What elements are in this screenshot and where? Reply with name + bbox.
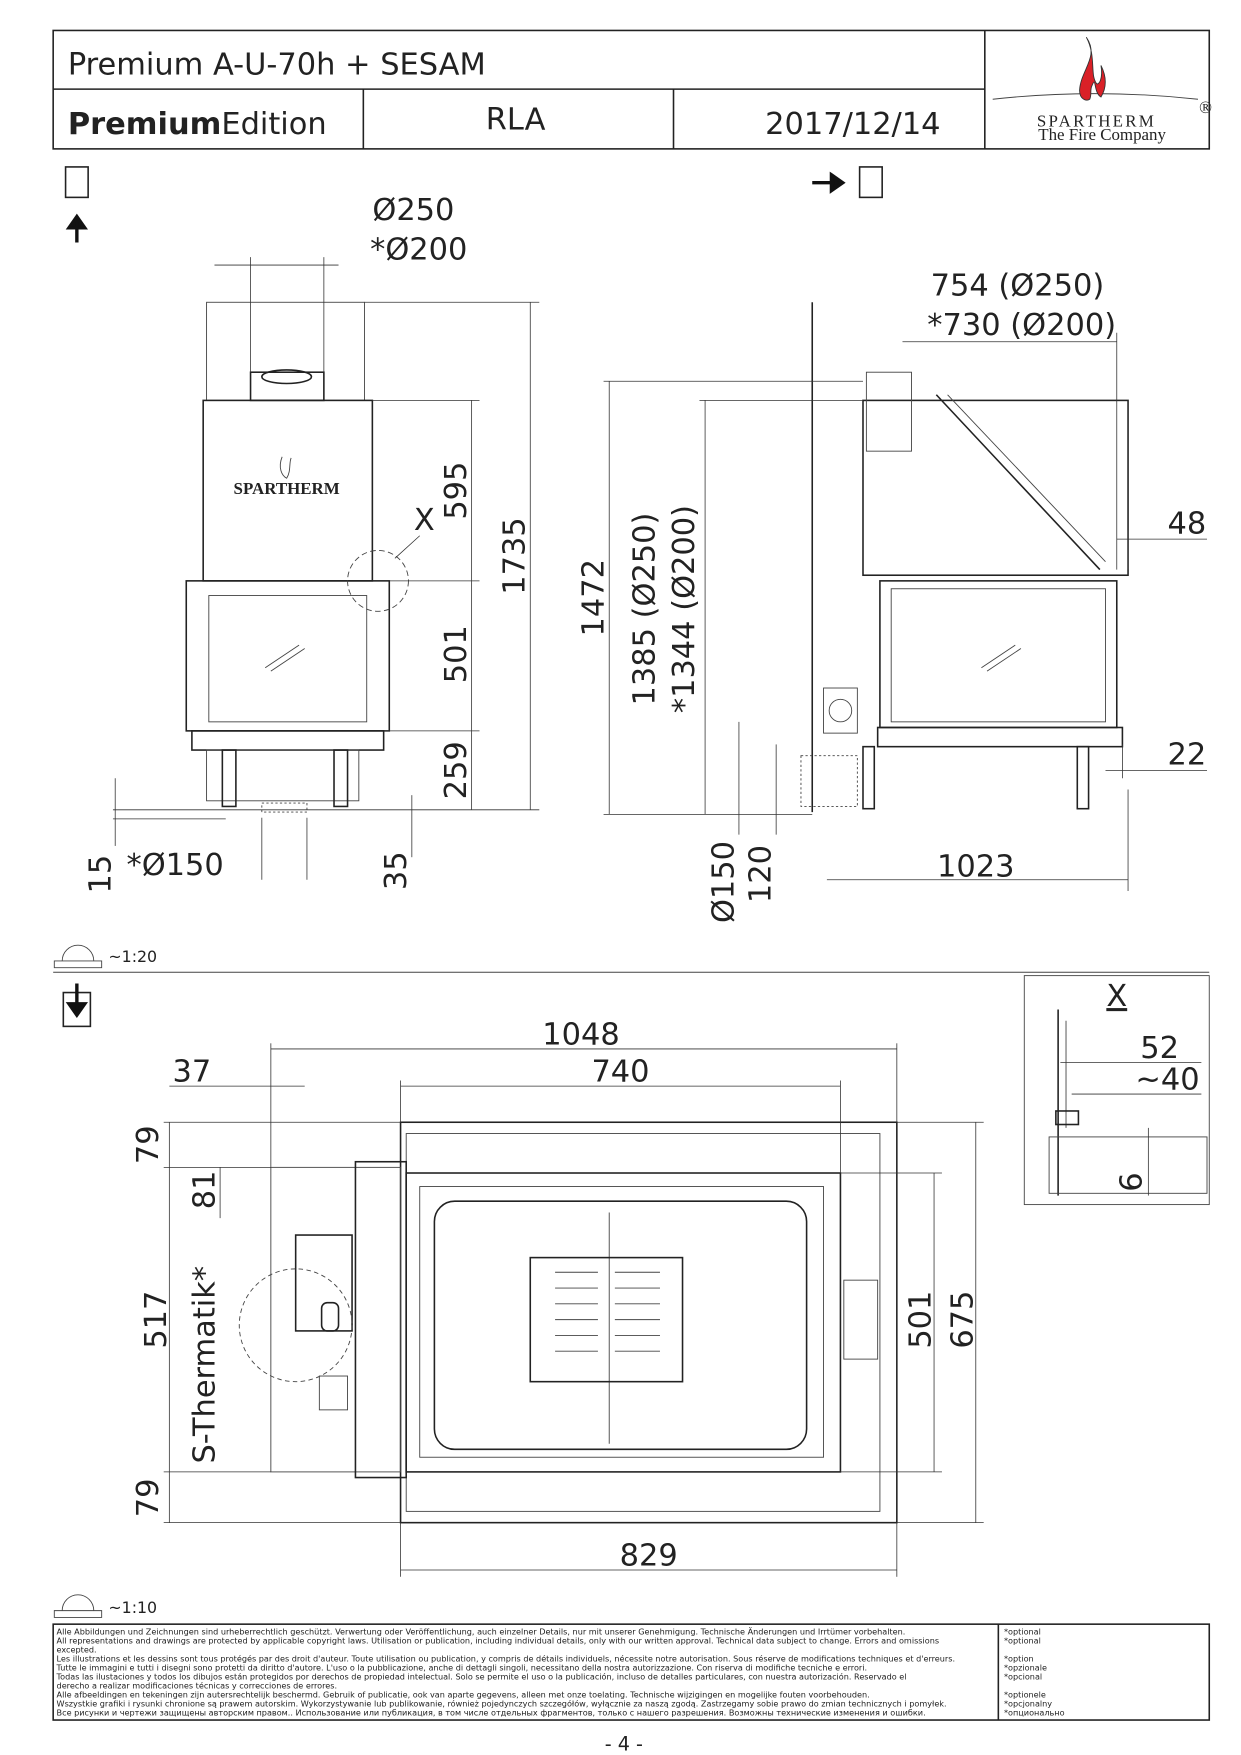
dim-firebox-width: 740: [591, 1055, 649, 1090]
top-view-icon: [62, 983, 92, 1028]
side-view-icon: [812, 166, 883, 199]
flue-diameter-option: *Ø200: [370, 232, 467, 267]
dim-top-offset: 48: [1168, 506, 1207, 541]
dim-height-main: 1385 (Ø250): [627, 513, 662, 706]
scale-indicator-top: ~1:10: [53, 1594, 157, 1618]
dim-bottom-margin: 79: [131, 1478, 166, 1517]
detail-dim-6: 6: [1115, 1172, 1150, 1191]
logo-brand: SPARTHERM: [1037, 111, 1156, 130]
detail-x-inset: X 52 ~40 6: [1023, 975, 1210, 1206]
title-block: Premium A-U-70h + SESAM PremiumEdition R…: [52, 29, 1212, 150]
variant-label: RLA: [486, 103, 546, 138]
logo-registered: ®: [1199, 98, 1212, 117]
dim-glass-depth: 501: [904, 1291, 939, 1349]
legal-footer: Alle Abbildungen und Zeichnungen sind ur…: [52, 1623, 1211, 1721]
dim-total-height: 1735: [498, 517, 533, 594]
dim-frame-width: 829: [620, 1539, 678, 1574]
s-thermatik-label: S-Thermatik*: [187, 1266, 222, 1464]
dim-air-inlet-height: 120: [744, 845, 779, 903]
front-brand-mark: SPARTHERM: [234, 479, 340, 498]
svg-text:~1:10: ~1:10: [108, 1598, 157, 1617]
dim-foot: 15: [84, 855, 119, 894]
edition-label: PremiumEdition: [68, 107, 327, 142]
date-label: 2017/12/14: [765, 107, 940, 142]
dim-height-option: *1344 (Ø200): [667, 505, 702, 713]
dim-glass: 501: [439, 625, 474, 683]
flue-height-main: 754 (Ø250): [931, 269, 1105, 304]
dim-depth: 1023: [937, 849, 1014, 884]
dim-offset: 81: [187, 1171, 222, 1210]
dim-total-depth: 675: [945, 1291, 980, 1349]
legal-text: Alle Abbildungen und Zeichnungen sind ur…: [56, 1626, 958, 1717]
flue-height-option: *730 (Ø200): [927, 308, 1116, 343]
flue-diameter-main: Ø250: [372, 193, 454, 228]
dim-leg: 35: [379, 851, 414, 890]
dim-overall-width: 1048: [542, 1017, 619, 1052]
front-view-drawing: SPARTHERM X Ø250 *Ø200 595 501 259 1735 …: [84, 193, 540, 894]
logo-tagline: The Fire Company: [1038, 125, 1166, 144]
dim-top-margin: 79: [131, 1125, 166, 1164]
side-view-drawing: 1472 1385 (Ø250) *1344 (Ø200) 754 (Ø250)…: [577, 269, 1208, 923]
top-view-drawing: 1048 740 37 79 81 517 S-Thermatik* 79 50…: [131, 1017, 984, 1577]
front-view-icon: [64, 166, 89, 243]
dim-bottom-offset: 22: [1168, 738, 1207, 773]
dim-bottom-flue: *Ø150: [126, 848, 223, 883]
svg-text:X: X: [1106, 979, 1127, 1014]
dim-depth-517: 517: [139, 1291, 174, 1349]
dim-air-inlet: Ø150: [706, 841, 741, 923]
optional-translations: *optional *optional *option *opzionale *…: [1004, 1626, 1065, 1717]
dim-upper: 595: [439, 462, 474, 520]
document-title: Premium A-U-70h + SESAM: [68, 47, 486, 82]
front-detail-marker: X: [414, 503, 435, 538]
detail-dim-52: 52: [1140, 1031, 1179, 1066]
scale-indicator-front: ~1:20: [53, 944, 157, 969]
dim-side: 37: [173, 1055, 212, 1090]
svg-text:~1:20: ~1:20: [108, 947, 157, 966]
detail-dim-40: ~40: [1135, 1063, 1199, 1098]
page-number: - 4 -: [605, 1732, 643, 1755]
dim-base: 259: [439, 741, 474, 799]
dim-side-total: 1472: [577, 559, 612, 636]
spartherm-logo: SPARTHERM ® The Fire Company: [992, 36, 1212, 144]
